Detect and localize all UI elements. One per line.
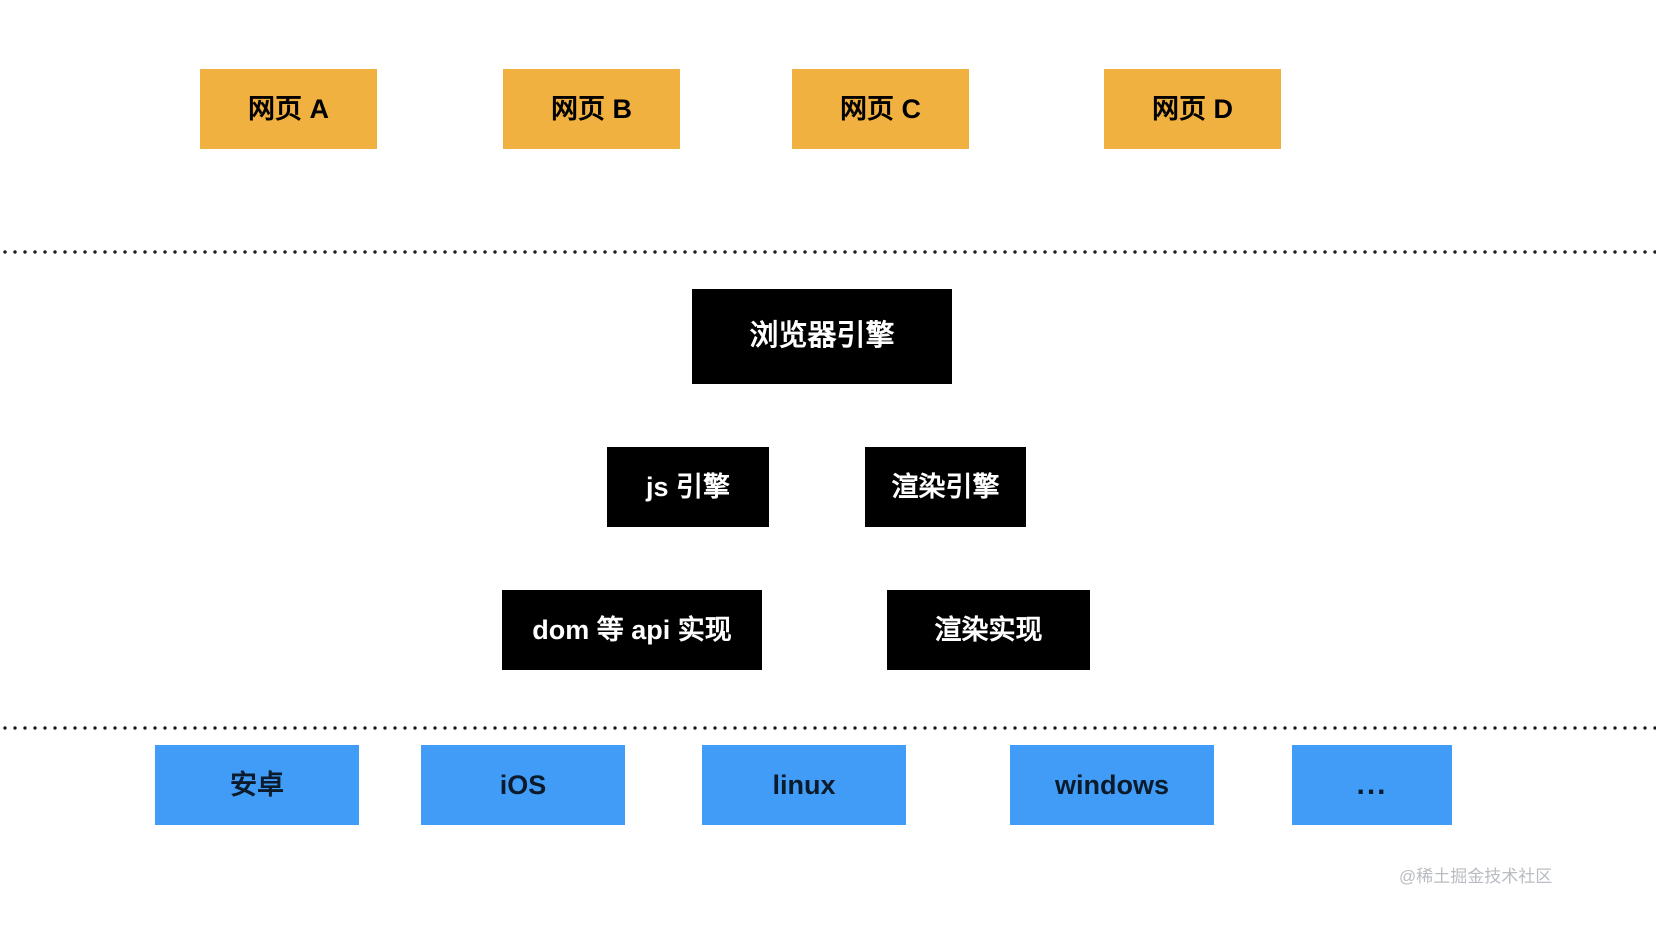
node-web-page-b: 网页 B <box>503 69 680 149</box>
node-render-impl: 渲染实现 <box>887 590 1090 670</box>
node-dom-api-impl: dom 等 api 实现 <box>502 590 762 670</box>
node-os-more: ... <box>1292 745 1452 825</box>
node-os-linux: linux <box>702 745 906 825</box>
node-js-engine: js 引擎 <box>607 447 769 527</box>
divider-web-engine <box>0 250 1656 254</box>
watermark: @稀土掘金技术社区 <box>1399 867 1553 886</box>
node-browser-engine: 浏览器引擎 <box>692 289 952 384</box>
node-web-page-d: 网页 D <box>1104 69 1281 149</box>
node-render-engine: 渲染引擎 <box>865 447 1026 527</box>
node-web-page-c: 网页 C <box>792 69 969 149</box>
divider-engine-os <box>0 726 1656 730</box>
node-os-android: 安卓 <box>155 745 359 825</box>
node-os-ios: iOS <box>421 745 625 825</box>
node-os-windows: windows <box>1010 745 1214 825</box>
node-web-page-a: 网页 A <box>200 69 377 149</box>
